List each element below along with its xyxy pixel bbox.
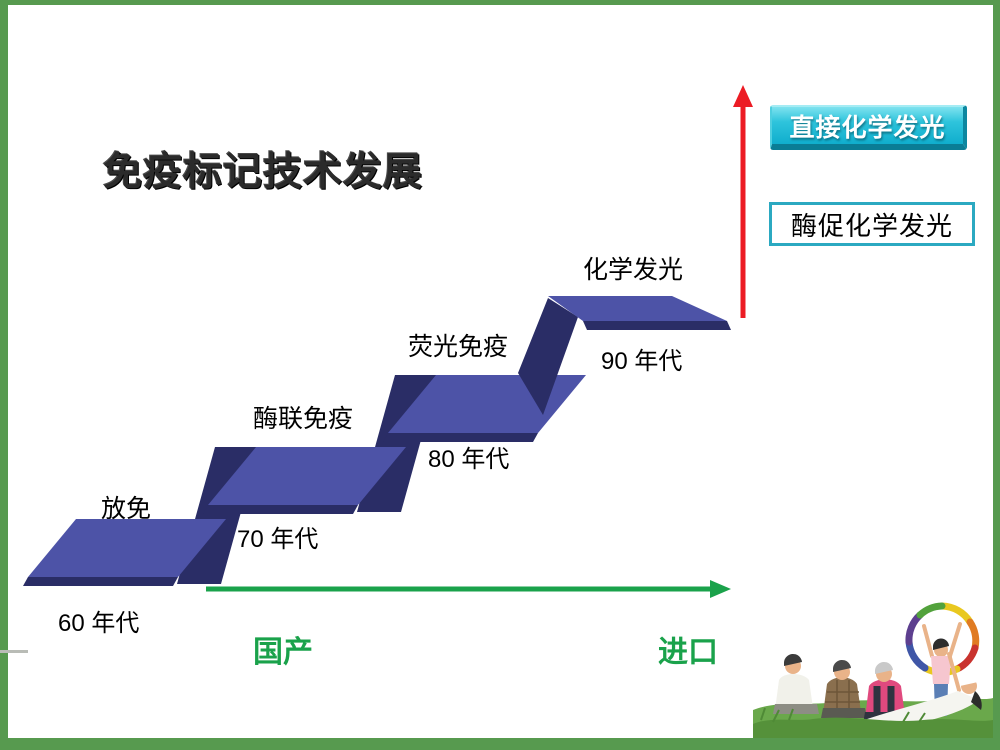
hula-hoop-icon — [905, 602, 980, 676]
slide-frame-right — [993, 0, 1000, 750]
callout-direct-chemiluminescence: 直接化学发光 — [770, 105, 967, 150]
step-3-label: 荧光免疫 — [408, 333, 509, 361]
step-1-label: 放免 — [101, 495, 152, 523]
step-2-face — [208, 447, 406, 505]
step-1-face — [28, 519, 226, 577]
step-1-edge — [23, 577, 178, 586]
step-4-label: 化学发光 — [583, 256, 684, 284]
step-2-label: 酶联免疫 — [253, 405, 354, 433]
step-3-edge — [383, 433, 538, 442]
step-2-era: 70 年代 — [237, 526, 319, 553]
grass-blades — [760, 707, 926, 723]
timeline-right-label: 进口 — [658, 636, 718, 669]
step-2-edge — [203, 505, 358, 514]
timeline-arrow-head-icon — [710, 580, 731, 598]
step-3-era: 80 年代 — [428, 446, 510, 473]
grass-front — [753, 717, 993, 738]
callout-enzymatic-chemiluminescence: 酶促化学发光 — [769, 202, 975, 246]
timeline-left-label: 国产 — [253, 636, 313, 669]
photo-grandpa — [821, 659, 867, 718]
step-4-edge — [583, 321, 731, 330]
slide-title: 免疫标记技术发展 — [103, 151, 424, 194]
tech-arrow-head-icon — [733, 85, 753, 107]
step-1-era: 60 年代 — [58, 610, 140, 637]
step-4-era: 90 年代 — [601, 348, 683, 375]
slide-frame-left — [0, 0, 8, 750]
callout-enzymatic-label: 酶促化学发光 — [790, 210, 953, 241]
step-riser-3 — [518, 298, 578, 415]
left-edge-tick — [0, 650, 28, 653]
slide-frame-bottom — [0, 738, 1000, 750]
slide-frame-top — [0, 0, 1000, 5]
callout-direct-label: 直接化学发光 — [789, 113, 946, 142]
photo-man1 — [773, 653, 819, 714]
family-photo — [753, 602, 993, 738]
step-4-face — [548, 296, 727, 321]
